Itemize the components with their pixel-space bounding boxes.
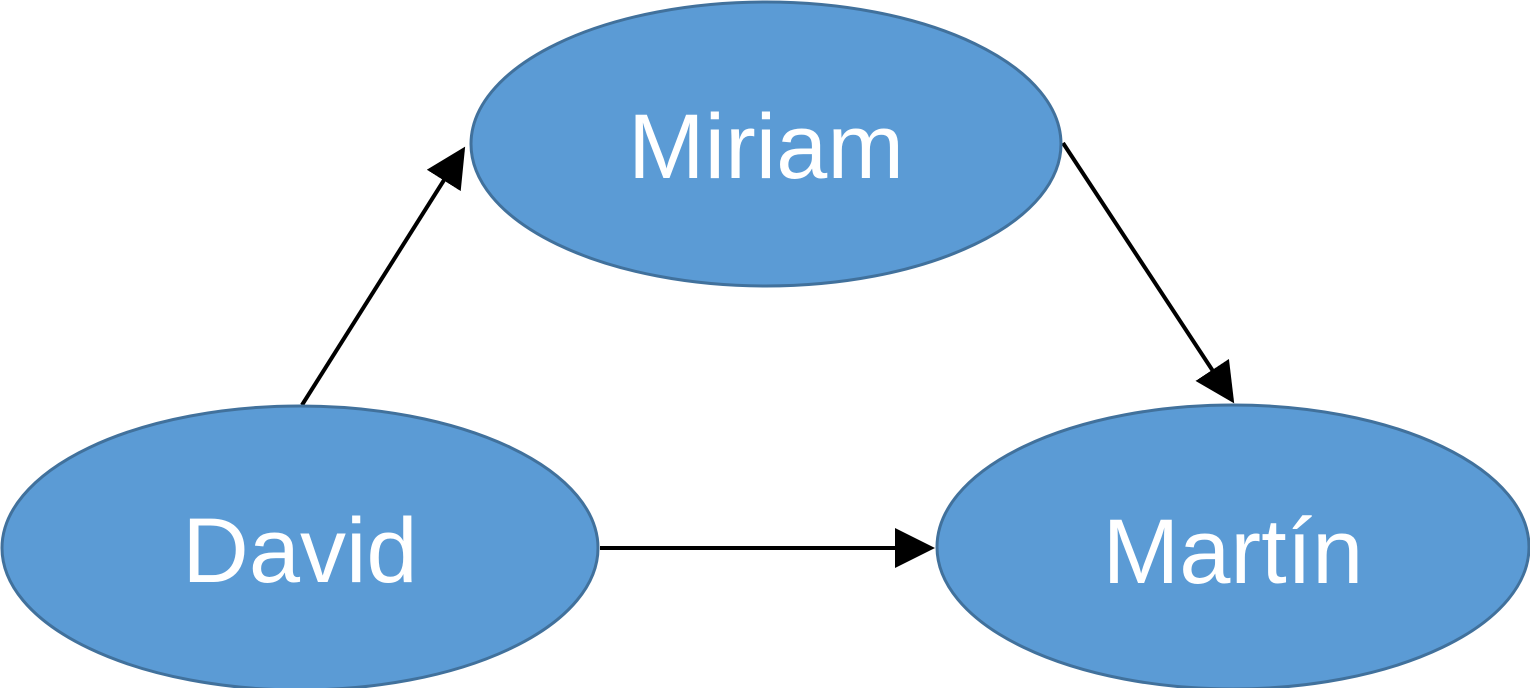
- node-miriam: Miriam: [469, 0, 1063, 288]
- node-label-martin: Martín: [1103, 501, 1364, 603]
- edge-miriam-to-martin: [1061, 141, 1235, 404]
- node-label-miriam: Miriam: [628, 96, 904, 198]
- edge-david-to-miriam: [300, 146, 466, 407]
- node-martin: Martín: [935, 403, 1530, 688]
- node-label-david: David: [182, 500, 417, 602]
- node-david: David: [0, 404, 600, 688]
